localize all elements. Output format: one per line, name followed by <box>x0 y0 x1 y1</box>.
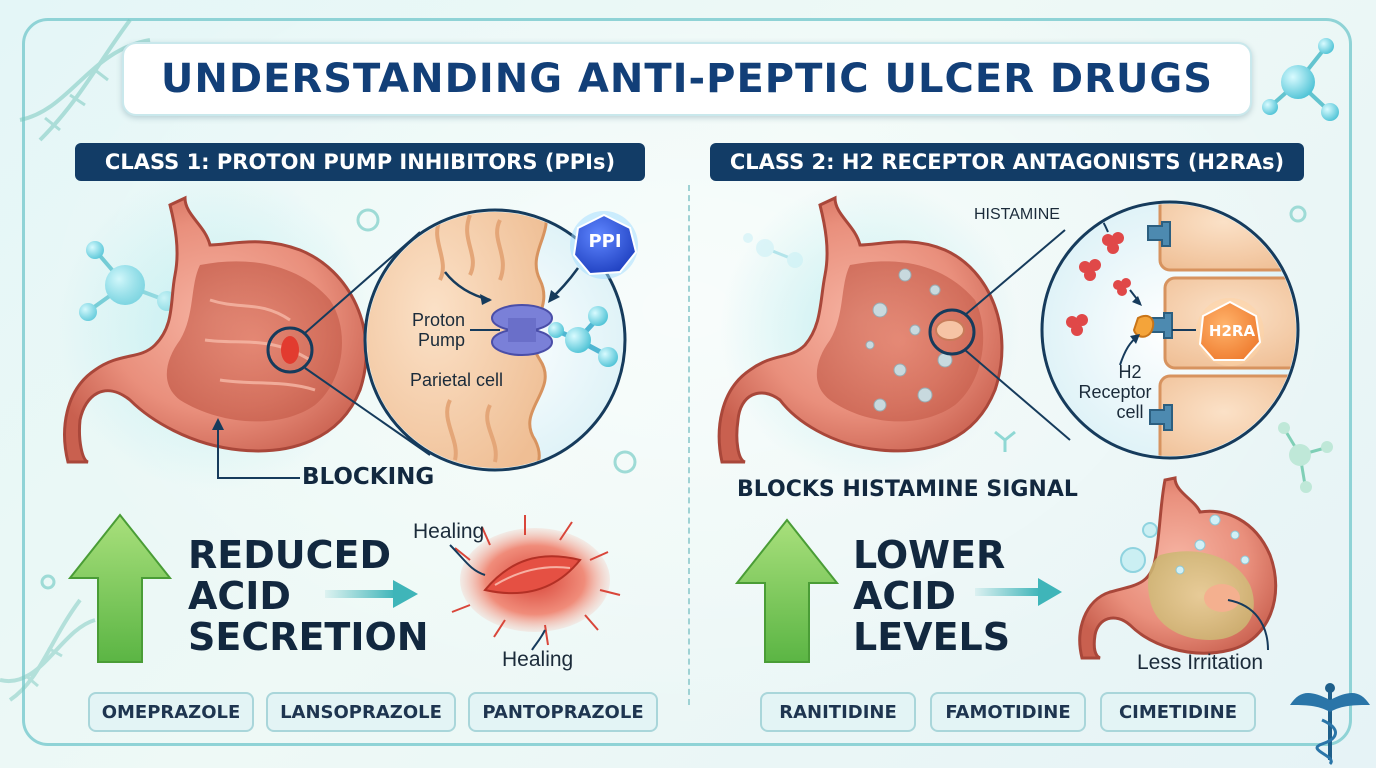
blocks-histamine-label: BLOCKS HISTAMINE SIGNAL <box>737 477 1078 502</box>
proton-pump-icon <box>491 304 553 356</box>
receptor-label-line3: cell <box>1116 402 1144 422</box>
less-irritation-label: Less Irritation <box>1137 651 1264 674</box>
parietal-cell-zoom <box>363 208 627 472</box>
effect-line-3: LEVELS <box>853 615 1011 659</box>
drug-pill-omeprazole: OMEPRAZOLE <box>88 692 254 732</box>
right-arrow-icon <box>325 580 418 608</box>
healing-label-top: Healing <box>413 520 485 543</box>
effect-line-1: REDUCED <box>188 533 392 577</box>
caduceus-icon <box>1290 683 1370 766</box>
ppi-molecule-icon <box>548 306 618 367</box>
drug-pill-lansoprazole: LANSOPRAZOLE <box>266 692 456 732</box>
drug-pill-cimetidine: CIMETIDINE <box>1100 692 1256 732</box>
increase-arrow-icon <box>67 513 173 663</box>
section-divider <box>688 185 690 705</box>
class2-header: CLASS 2: H2 RECEPTOR ANTAGONISTS (H2RAs) <box>710 143 1304 181</box>
wound-illustration <box>449 515 621 651</box>
histamine-label: HISTAMINE <box>974 206 1060 223</box>
drug-pill-famotidine: FAMOTIDINE <box>930 692 1086 732</box>
effect-line-1: LOWER <box>853 533 1006 577</box>
ppi-badge <box>570 211 638 279</box>
effect-line-2: ACID <box>853 574 956 618</box>
parietal-cell-label: Parietal cell <box>410 370 504 390</box>
right-arrow-icon <box>975 578 1062 606</box>
bubble-decoration <box>1120 522 1158 573</box>
molecule-icon <box>994 430 1016 452</box>
h2ra-badge-label: H2RA <box>1208 322 1256 340</box>
blocking-label: BLOCKING <box>302 464 435 490</box>
proton-pump-label-line1: Proton <box>412 310 466 330</box>
ppi-badge-label: PPI <box>588 231 622 252</box>
increase-arrow-icon <box>734 518 840 663</box>
receptor-label-line2: Receptor <box>1078 382 1152 402</box>
proton-pump-label-line2: Pump <box>418 330 466 350</box>
class1-header: CLASS 1: PROTON PUMP INHIBITORS (PPIs) <box>75 143 645 181</box>
stomach-illustration <box>717 195 1071 464</box>
title-banner: UNDERSTANDING ANTI-PEPTIC ULCER DRUGS <box>122 42 1252 116</box>
page-title: UNDERSTANDING ANTI-PEPTIC ULCER DRUGS <box>160 56 1214 102</box>
dna-icon <box>0 598 96 702</box>
effect-line-2: ACID <box>188 574 291 618</box>
receptor-label-line1: H2 <box>1118 362 1142 382</box>
h2ra-badge <box>1172 298 1264 366</box>
stomach-illustration <box>63 195 431 464</box>
molecule-icon <box>1278 422 1333 493</box>
drug-pill-ranitidine: RANITIDINE <box>760 692 916 732</box>
drug-pill-pantoprazole: PANTOPRAZOLE <box>468 692 658 732</box>
effect-line-3: SECRETION <box>188 615 429 659</box>
healing-label-bottom: Healing <box>502 648 574 671</box>
healthy-stomach-illustration <box>1078 476 1278 660</box>
molecule-icon <box>1262 38 1339 121</box>
